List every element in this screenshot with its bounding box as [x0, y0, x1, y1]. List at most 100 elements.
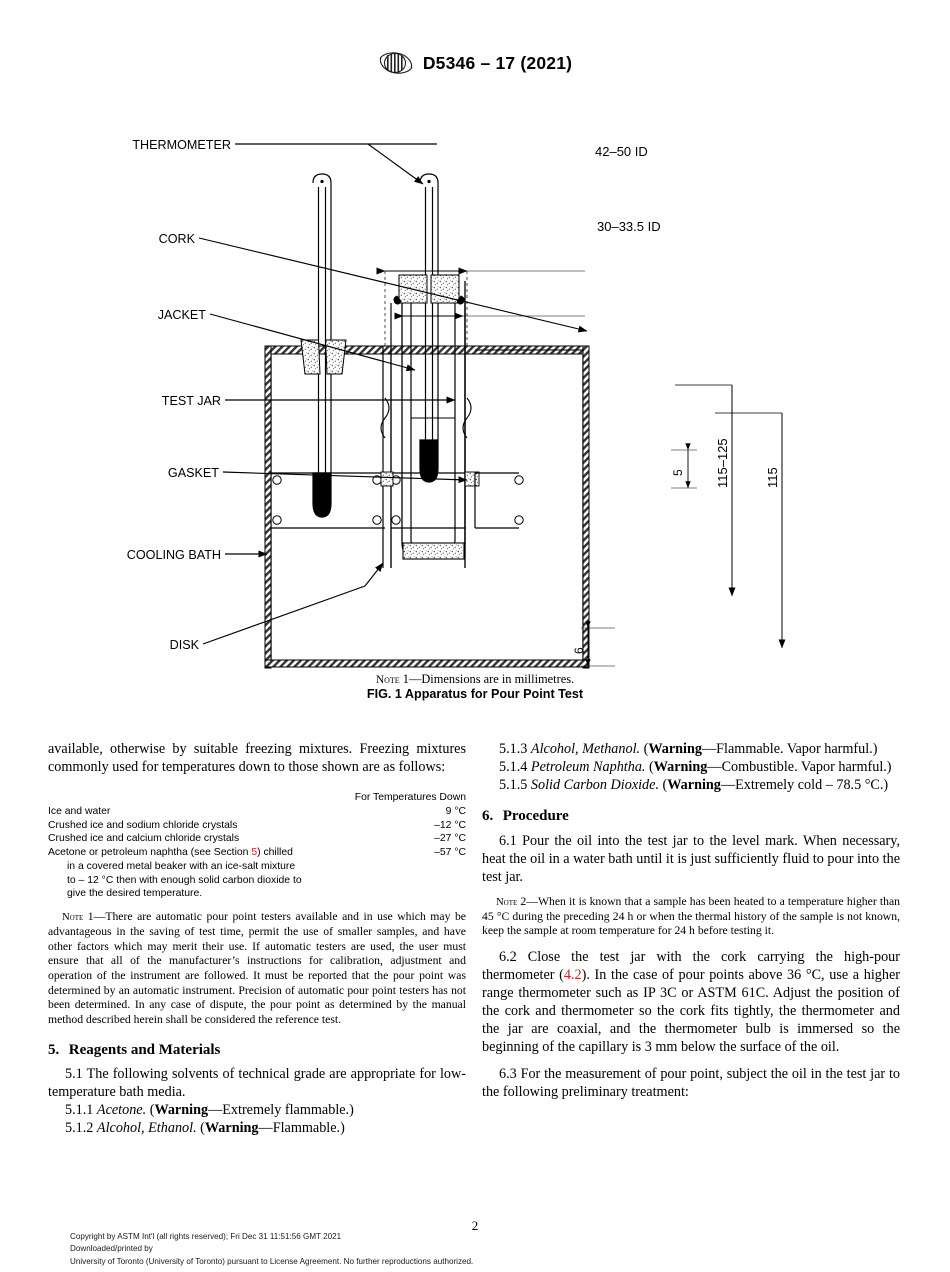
- para-5-1-5-name: Solid Carbon Dioxide.: [530, 777, 659, 794]
- table-row: Crushed ice and calcium chloride crystal…: [48, 832, 466, 846]
- para-5-1-text: The following solvents of technical grad…: [48, 1065, 466, 1100]
- para-5-1-1-number: 5.1.1: [65, 1101, 94, 1118]
- para-6-3-number: 6.3: [499, 1065, 517, 1082]
- figure-caption: FIG. 1 Apparatus for Pour Point Test: [366, 687, 584, 701]
- section-5-heading: 5. Reagents and Materials: [48, 1041, 466, 1060]
- paragraph-5-1-1: 5.1.1 Acetone. (Warning—Extremely flamma…: [65, 1101, 354, 1118]
- note-2-number: 2: [520, 895, 527, 908]
- table-row: Ice and water 9 °C: [48, 805, 466, 819]
- section-link-5[interactable]: 5: [251, 847, 258, 859]
- note-2: Note 2—When it is known that a sample ha…: [482, 895, 900, 939]
- para-5-1-3-text: —Flammable. Vapor harmful.): [701, 741, 878, 757]
- footer-line-2: Downloaded/printed by: [70, 1244, 153, 1254]
- paragraph-5-1: 5.1 The following solvents of technical …: [48, 1065, 466, 1101]
- mixture-continuation: give the desired temperature.: [67, 888, 203, 900]
- freezing-mixtures-table: For Temperatures Down Ice and water 9 °C…: [48, 791, 466, 901]
- para-5-1-1-name: Acetone.: [96, 1101, 147, 1118]
- para-5-1-2-text: —Flammable.): [258, 1120, 345, 1137]
- document-designation: D5346 – 17 (2021): [422, 52, 573, 73]
- figure-label-test-jar: TEST JAR: [162, 394, 221, 408]
- para-5-1-3-name: Alcohol, Methanol.: [530, 741, 641, 757]
- dim-bath-height: 115: [765, 467, 780, 488]
- page-number: 2: [471, 1218, 479, 1233]
- left-column: available, otherwise by suitable freezin…: [48, 740, 466, 1137]
- para-5-1-5-number: 5.1.5: [499, 777, 528, 794]
- paragraph-5-1-2: 5.1.2 Alcohol, Ethanol. (Warning—Flammab…: [65, 1120, 345, 1137]
- mixture-continuation: to – 12 °C then with enough solid carbon…: [67, 874, 302, 886]
- mixture-name: Acetone or petroleum naphtha (see Sectio…: [48, 846, 303, 860]
- section-6-number: 6.: [482, 808, 494, 825]
- paragraph-6-1: 6.1 Pour the oil into the test jar to th…: [482, 832, 900, 886]
- note-2-text: —When it is known that a sample has been…: [482, 895, 900, 938]
- para-5-1-4-text: —Combustible. Vapor harmful.): [707, 759, 892, 776]
- warning-label: Warning: [204, 1120, 259, 1137]
- section-6-title: Procedure: [502, 808, 569, 825]
- astm-logo-icon: [379, 52, 413, 74]
- warning-label: Warning: [154, 1101, 209, 1118]
- footer-line-1: Copyright by ASTM Int'l (all rights rese…: [70, 1232, 342, 1241]
- paragraph-5-1-4: 5.1.4 Petroleum Naphtha. (Warning—Combus…: [499, 759, 892, 776]
- mixture-temp: –57 °C: [434, 847, 466, 859]
- figure-note-text: —Dimensions are in millimetres.: [408, 672, 575, 686]
- note-1-prefix: Note: [62, 912, 84, 924]
- para-6-2-number: 6.2: [499, 948, 517, 965]
- figure-label-disk: DISK: [170, 638, 200, 652]
- para-5-1-2-number: 5.1.2: [65, 1120, 94, 1137]
- para-5-1-2-name: Alcohol, Ethanol.: [96, 1120, 197, 1137]
- dim-jar-id: 30–33.5 ID: [597, 219, 661, 234]
- figure-label-thermometer: THERMOMETER: [132, 138, 231, 152]
- mixture-temp: 9 °C: [445, 806, 466, 818]
- section-link-4-2[interactable]: 4.2: [563, 966, 582, 983]
- mixture-name: Ice and water: [48, 806, 111, 818]
- figure-label-gasket: GASKET: [168, 466, 219, 480]
- table-row: Acetone or petroleum naphtha (see Sectio…: [48, 846, 466, 860]
- footer-line-3: University of Toronto (University of Tor…: [70, 1256, 474, 1266]
- figure-note: Note 1—Dimensions are in millimetres.: [0, 672, 950, 687]
- dim-immersion: 5: [671, 469, 685, 476]
- paragraph-continued: available, otherwise by suitable freezin…: [48, 741, 466, 776]
- para-6-1-text: Pour the oil into the test jar to the le…: [482, 832, 900, 885]
- dim-jacket-id: 42–50 ID: [595, 144, 648, 159]
- para-5-1-3-number: 5.1.3: [499, 741, 528, 757]
- para-6-2-post: ). In the case of pour points above 36 °…: [482, 966, 901, 1056]
- mixture-temp: –27 °C: [434, 833, 466, 845]
- para-5-1-1-text: —Extremely flammable.): [208, 1101, 354, 1118]
- note-1-text: —There are automatic pour point testers …: [48, 910, 466, 1026]
- figure-1: 42–50 ID 30–33.5 ID 115–125 115 5 6: [0, 88, 950, 673]
- para-6-1-number: 6.1: [499, 832, 517, 849]
- paragraph-5-1-5: 5.1.5 Solid Carbon Dioxide. (Warning—Ext…: [499, 777, 889, 794]
- mixture-name: Crushed ice and calcium chloride crystal…: [48, 833, 240, 845]
- mixture-name: Crushed ice and sodium chloride crystals: [48, 819, 238, 831]
- table-row: Crushed ice and sodium chloride crystals…: [48, 819, 466, 833]
- para-5-1-4-name: Petroleum Naphtha.: [530, 759, 646, 776]
- section-5-title: Reagents and Materials: [68, 1041, 221, 1058]
- section-5-number: 5.: [48, 1041, 60, 1058]
- para-6-3-text: For the measurement of pour point, subje…: [482, 1065, 901, 1100]
- dim-jar-height: 115–125: [715, 438, 730, 488]
- page-header: D5346 – 17 (2021): [0, 50, 950, 76]
- warning-label: Warning: [667, 777, 721, 794]
- table-header: For Temperatures Down: [354, 792, 466, 804]
- paragraph-6-2: 6.2 Close the test jar with the cork car…: [482, 948, 900, 1057]
- para-5-1-4-number: 5.1.4: [499, 759, 528, 776]
- paragraph-5-1-3: 5.1.3 Alcohol, Methanol. (Warning—Flamma…: [499, 741, 878, 757]
- dim-disk: 6: [572, 647, 586, 654]
- mixture-continuation: in a covered metal beaker with an ice-sa…: [67, 860, 296, 872]
- footer-notice: Copyright by ASTM Int'l (all rights rese…: [70, 1231, 473, 1268]
- section-6-heading: 6. Procedure: [482, 807, 900, 826]
- figure-label-jacket: JACKET: [158, 308, 207, 322]
- mixture-name-pre: Acetone or petroleum naphtha (see Sectio…: [48, 847, 252, 859]
- para-6-2-pre: Close the test jar with the cork carryin…: [482, 948, 900, 983]
- para-5-1-5-text: —Extremely cold – 78.5 °C.): [720, 777, 889, 794]
- warning-label: Warning: [653, 759, 708, 776]
- note-1: Note 1—There are automatic pour point te…: [48, 910, 466, 1027]
- right-column: 5.1.3 Alcohol, Methanol. (Warning—Flamma…: [482, 740, 900, 1101]
- figure-label-cork: CORK: [159, 232, 196, 246]
- note-2-prefix: Note: [496, 897, 518, 908]
- figure-note-number: 1: [402, 672, 409, 686]
- apparatus-diagram: 42–50 ID 30–33.5 ID 115–125 115 5 6: [127, 138, 786, 669]
- note-1-number: 1: [87, 910, 94, 924]
- mixture-temp: –12 °C: [434, 819, 466, 831]
- mixture-name-post: ) chilled: [257, 847, 293, 859]
